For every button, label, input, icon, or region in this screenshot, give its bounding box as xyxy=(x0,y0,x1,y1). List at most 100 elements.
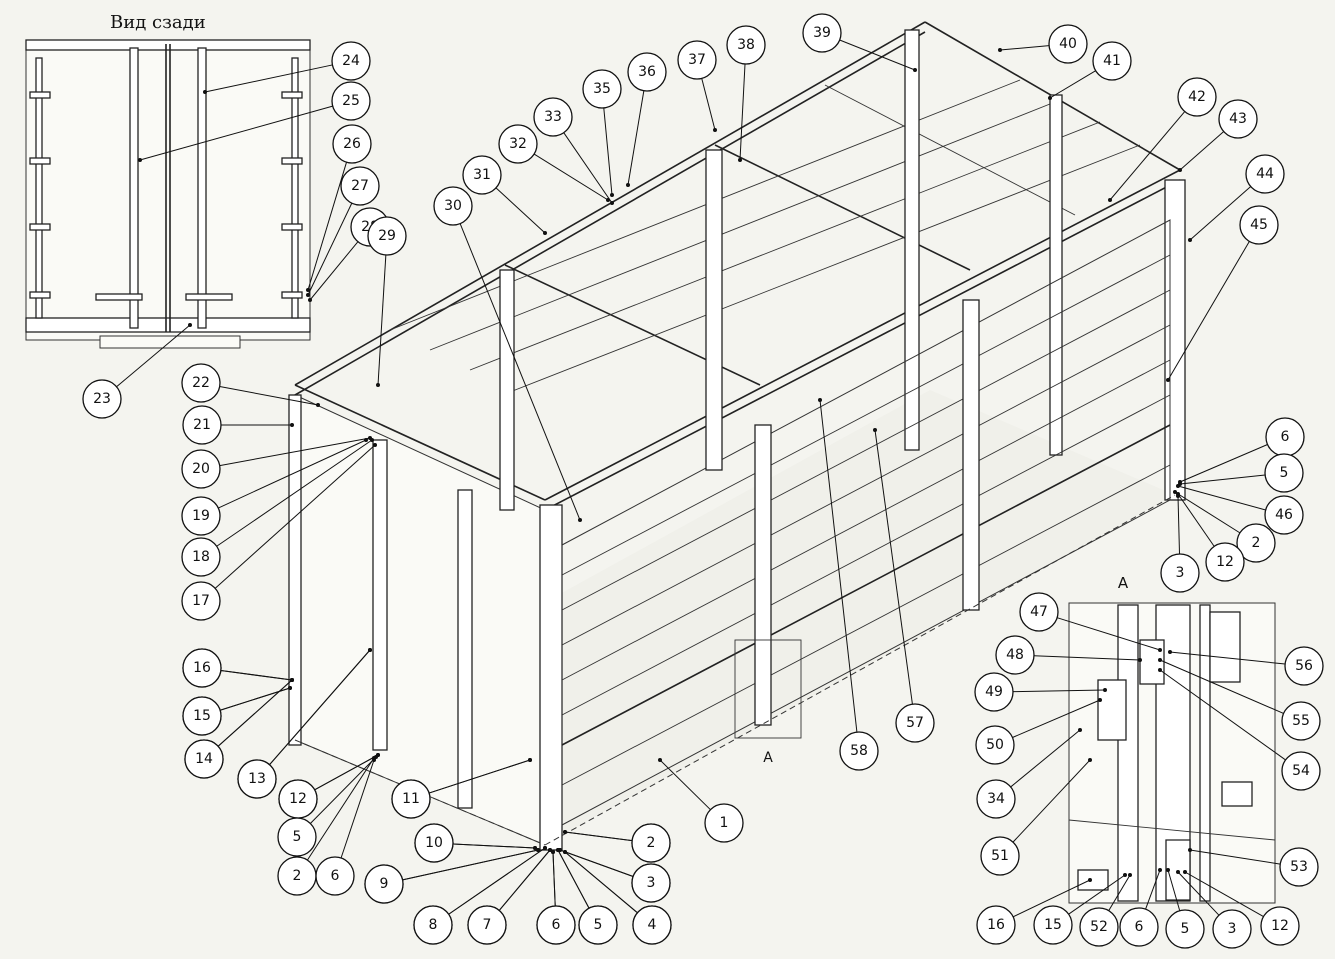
callout-number: 46 xyxy=(1275,507,1293,523)
callout-number: 42 xyxy=(1188,89,1206,105)
leader-line xyxy=(309,241,359,301)
leader-line xyxy=(999,45,1050,51)
callout-2: 2 xyxy=(631,823,671,863)
callout-circle xyxy=(433,186,473,226)
callout-number: 6 xyxy=(1281,429,1290,445)
callout-circle xyxy=(467,905,507,945)
callout-43: 43 xyxy=(1218,99,1258,139)
callout-42: 42 xyxy=(1177,77,1217,117)
callout-number: 45 xyxy=(1250,217,1268,233)
leader-tip xyxy=(626,183,630,187)
callout-number: 50 xyxy=(986,737,1004,753)
leader-tip xyxy=(373,443,377,447)
leader-line xyxy=(116,324,191,388)
leader-tip xyxy=(372,758,376,762)
callout-number: 5 xyxy=(594,917,603,933)
callout-number: 19 xyxy=(192,508,210,524)
callout-18: 18 xyxy=(181,537,221,577)
leader-tip xyxy=(1173,490,1177,494)
callout-number: 1 xyxy=(720,815,729,831)
callout-circle xyxy=(331,41,371,81)
callout-circle xyxy=(182,405,222,445)
callout-12: 12 xyxy=(1205,542,1245,582)
leader-tip xyxy=(551,850,555,854)
leader-tip xyxy=(203,90,207,94)
callout-number: 2 xyxy=(647,835,656,851)
callout-11: 11 xyxy=(391,779,431,819)
leader-tip xyxy=(316,403,320,407)
leader-line xyxy=(218,439,367,509)
callout-circle xyxy=(980,836,1020,876)
leader-tip xyxy=(368,436,372,440)
callout-8: 8 xyxy=(413,905,453,945)
callout-number: 33 xyxy=(544,109,562,125)
callout-17: 17 xyxy=(181,581,221,621)
leader-line xyxy=(498,849,551,911)
callout-52: 52 xyxy=(1079,907,1119,947)
callout-48: 48 xyxy=(995,635,1035,675)
callout-circle xyxy=(498,124,538,164)
callout-number: 56 xyxy=(1295,658,1313,674)
leader-line xyxy=(1033,655,1141,661)
leader-tip xyxy=(913,68,917,72)
callout-6: 6 xyxy=(536,905,576,945)
leader-line xyxy=(452,843,536,849)
callout-38: 38 xyxy=(726,25,766,65)
leader-line xyxy=(739,63,746,161)
leader-line xyxy=(552,851,556,907)
leader-tip xyxy=(548,848,552,852)
leader-line xyxy=(1167,869,1181,911)
callout-number: 47 xyxy=(1030,604,1048,620)
leader-line xyxy=(559,849,634,877)
callout-number: 26 xyxy=(343,136,361,152)
leader-line xyxy=(1109,111,1186,201)
callout-14: 14 xyxy=(184,739,224,779)
callout-47: 47 xyxy=(1019,592,1059,632)
callout-number: 2 xyxy=(293,868,302,884)
leader-tip xyxy=(306,288,310,292)
leader-tip xyxy=(533,846,537,850)
leader-line xyxy=(220,670,293,681)
callout-27: 27 xyxy=(340,166,380,206)
leader-line xyxy=(459,223,581,521)
callout-16: 16 xyxy=(976,905,1016,945)
callout-2: 2 xyxy=(1236,523,1276,563)
leader-line xyxy=(1012,699,1101,738)
callout-7: 7 xyxy=(467,905,507,945)
callout-30: 30 xyxy=(433,186,473,226)
leader-tip xyxy=(713,128,717,132)
leader-tip xyxy=(1188,238,1192,242)
callout-number: 53 xyxy=(1290,859,1308,875)
callout-number: 43 xyxy=(1229,111,1247,127)
callout-number: 35 xyxy=(593,81,611,97)
callout-circle xyxy=(1264,495,1304,535)
callout-circle xyxy=(726,25,766,65)
callout-circle xyxy=(181,537,221,577)
callout-number: 15 xyxy=(1044,917,1062,933)
callout-number: 15 xyxy=(193,708,211,724)
leader-line xyxy=(874,429,913,705)
leader-line xyxy=(1159,669,1286,761)
leader-line xyxy=(839,39,916,71)
leader-line xyxy=(307,202,353,296)
leader-tip xyxy=(658,758,662,762)
callout-number: 40 xyxy=(1059,36,1077,52)
callout-circle xyxy=(975,725,1015,765)
callout-34: 34 xyxy=(976,779,1016,819)
callout-number: 3 xyxy=(1176,565,1185,581)
leader-line xyxy=(1010,729,1081,788)
leader-tip xyxy=(290,678,294,682)
leader-line xyxy=(1145,869,1161,910)
callout-3: 3 xyxy=(631,863,671,903)
leader-tip xyxy=(1123,873,1127,877)
leader-line xyxy=(402,849,539,881)
callout-number: 37 xyxy=(688,52,706,68)
leader-tip xyxy=(543,846,547,850)
callout-number: 6 xyxy=(552,917,561,933)
leader-tip xyxy=(1183,870,1187,874)
callout-40: 40 xyxy=(1048,24,1088,64)
leader-line xyxy=(1049,70,1096,99)
leader-line xyxy=(1169,651,1286,665)
callout-number: 12 xyxy=(1216,554,1234,570)
callout-15: 15 xyxy=(182,696,222,736)
